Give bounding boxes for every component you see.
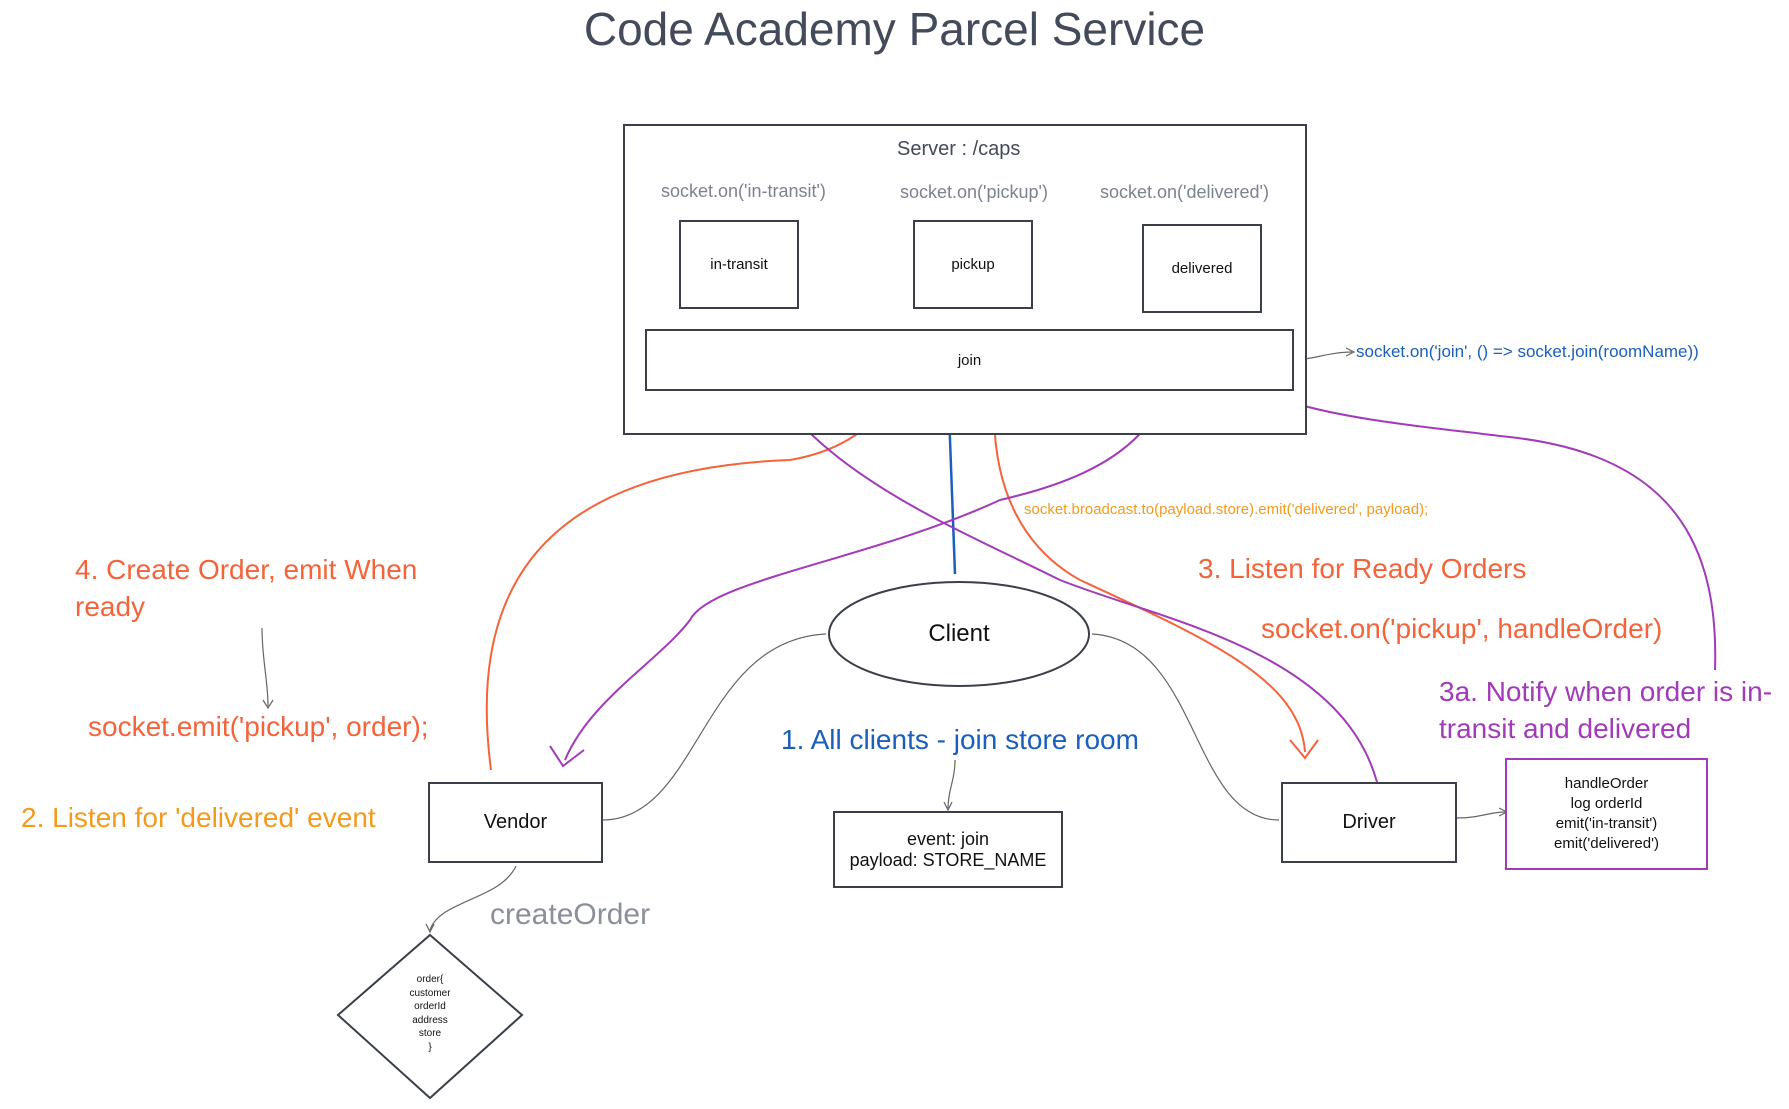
delivered-to-vendor-arrow-head xyxy=(549,745,585,768)
event-box-pickup: pickup xyxy=(913,220,1033,309)
join-payload-payload: payload: STORE_NAME xyxy=(849,849,1047,870)
diagram-title: Code Academy Parcel Service xyxy=(583,3,1206,55)
vendor-to-order-head xyxy=(425,923,435,934)
handler-delivered: socket.on('delivered') xyxy=(1100,182,1269,202)
order-line-4: address xyxy=(412,1014,448,1026)
step1-label: 1. All clients - join store room xyxy=(781,724,1139,755)
event-label-in-transit: in-transit xyxy=(710,256,768,273)
vendor-to-order-connector xyxy=(429,865,517,931)
broadcast-label: socket.broadcast.to(payload.store).emit(… xyxy=(1024,501,1429,518)
order-line-5: store xyxy=(418,1028,442,1039)
handler-pickup: socket.on('pickup') xyxy=(900,182,1048,202)
event-label-pickup: pickup xyxy=(951,256,995,273)
order-line-3: orderId xyxy=(414,1001,446,1012)
join-payload-event: event: join xyxy=(906,828,990,849)
join-handler-label: socket.on('join', () => socket.join(room… xyxy=(1356,342,1699,361)
order-line-2: customer xyxy=(409,987,451,999)
client-label: Client xyxy=(928,620,990,647)
step4-pointer xyxy=(261,627,269,707)
create-order-label: createOrder xyxy=(490,898,651,931)
handler-in-transit: socket.on('in-transit') xyxy=(661,181,826,201)
step3a-line2: transit and delivered xyxy=(1439,713,1692,744)
vendor-to-client-connector xyxy=(601,633,827,821)
driver-node: Driver xyxy=(1281,782,1457,863)
step4-pointer-head xyxy=(262,699,274,710)
vendor-node: Vendor xyxy=(428,782,603,863)
order-shape xyxy=(336,933,524,1100)
step3-code: socket.on('pickup', handleOrder) xyxy=(1261,613,1663,644)
event-label-delivered: delivered xyxy=(1171,260,1233,277)
event-box-in-transit: in-transit xyxy=(679,220,799,309)
order-line-1: order{ xyxy=(416,974,444,985)
server-label: Server : /caps xyxy=(897,138,1021,160)
join-box: join xyxy=(645,329,1294,391)
driver-to-handleorder-connector xyxy=(1456,811,1506,819)
handle-order-line-3: emit('in-transit') xyxy=(1555,815,1658,832)
driver-to-client-connector xyxy=(1091,633,1280,821)
step1-pointer xyxy=(947,759,956,809)
join-handler-head xyxy=(1345,347,1356,357)
client-node-shape xyxy=(828,581,1090,687)
handle-order-line-1: handleOrder xyxy=(1564,775,1649,792)
order-line-6: } xyxy=(428,1041,432,1053)
handle-order-line-2: log orderId xyxy=(1570,795,1643,812)
vendor-label: Vendor xyxy=(483,811,548,833)
step4-code: socket.emit('pickup', order); xyxy=(88,711,429,742)
order-shape-text: order{ customer orderId address store } xyxy=(380,973,480,1054)
join-label: join xyxy=(957,351,982,369)
step4-title-line2: ready xyxy=(75,591,146,622)
step2-label: 2. Listen for 'delivered' event xyxy=(21,802,376,833)
pickup-to-driver-arrow-head xyxy=(1289,739,1319,760)
step3a-line1: 3a. Notify when order is in- xyxy=(1439,676,1773,707)
handle-order-box: handleOrder log orderId emit('in-transit… xyxy=(1505,758,1708,870)
join-payload-box: event: join payload: STORE_NAME xyxy=(833,811,1063,888)
step4-title-line1: 4. Create Order, emit When xyxy=(75,554,418,585)
event-box-delivered: delivered xyxy=(1142,224,1262,313)
driver-label: Driver xyxy=(1342,811,1396,833)
handle-order-line-4: emit('delivered') xyxy=(1554,835,1659,852)
step1-pointer-head xyxy=(943,801,953,812)
step3-title: 3. Listen for Ready Orders xyxy=(1198,553,1527,584)
